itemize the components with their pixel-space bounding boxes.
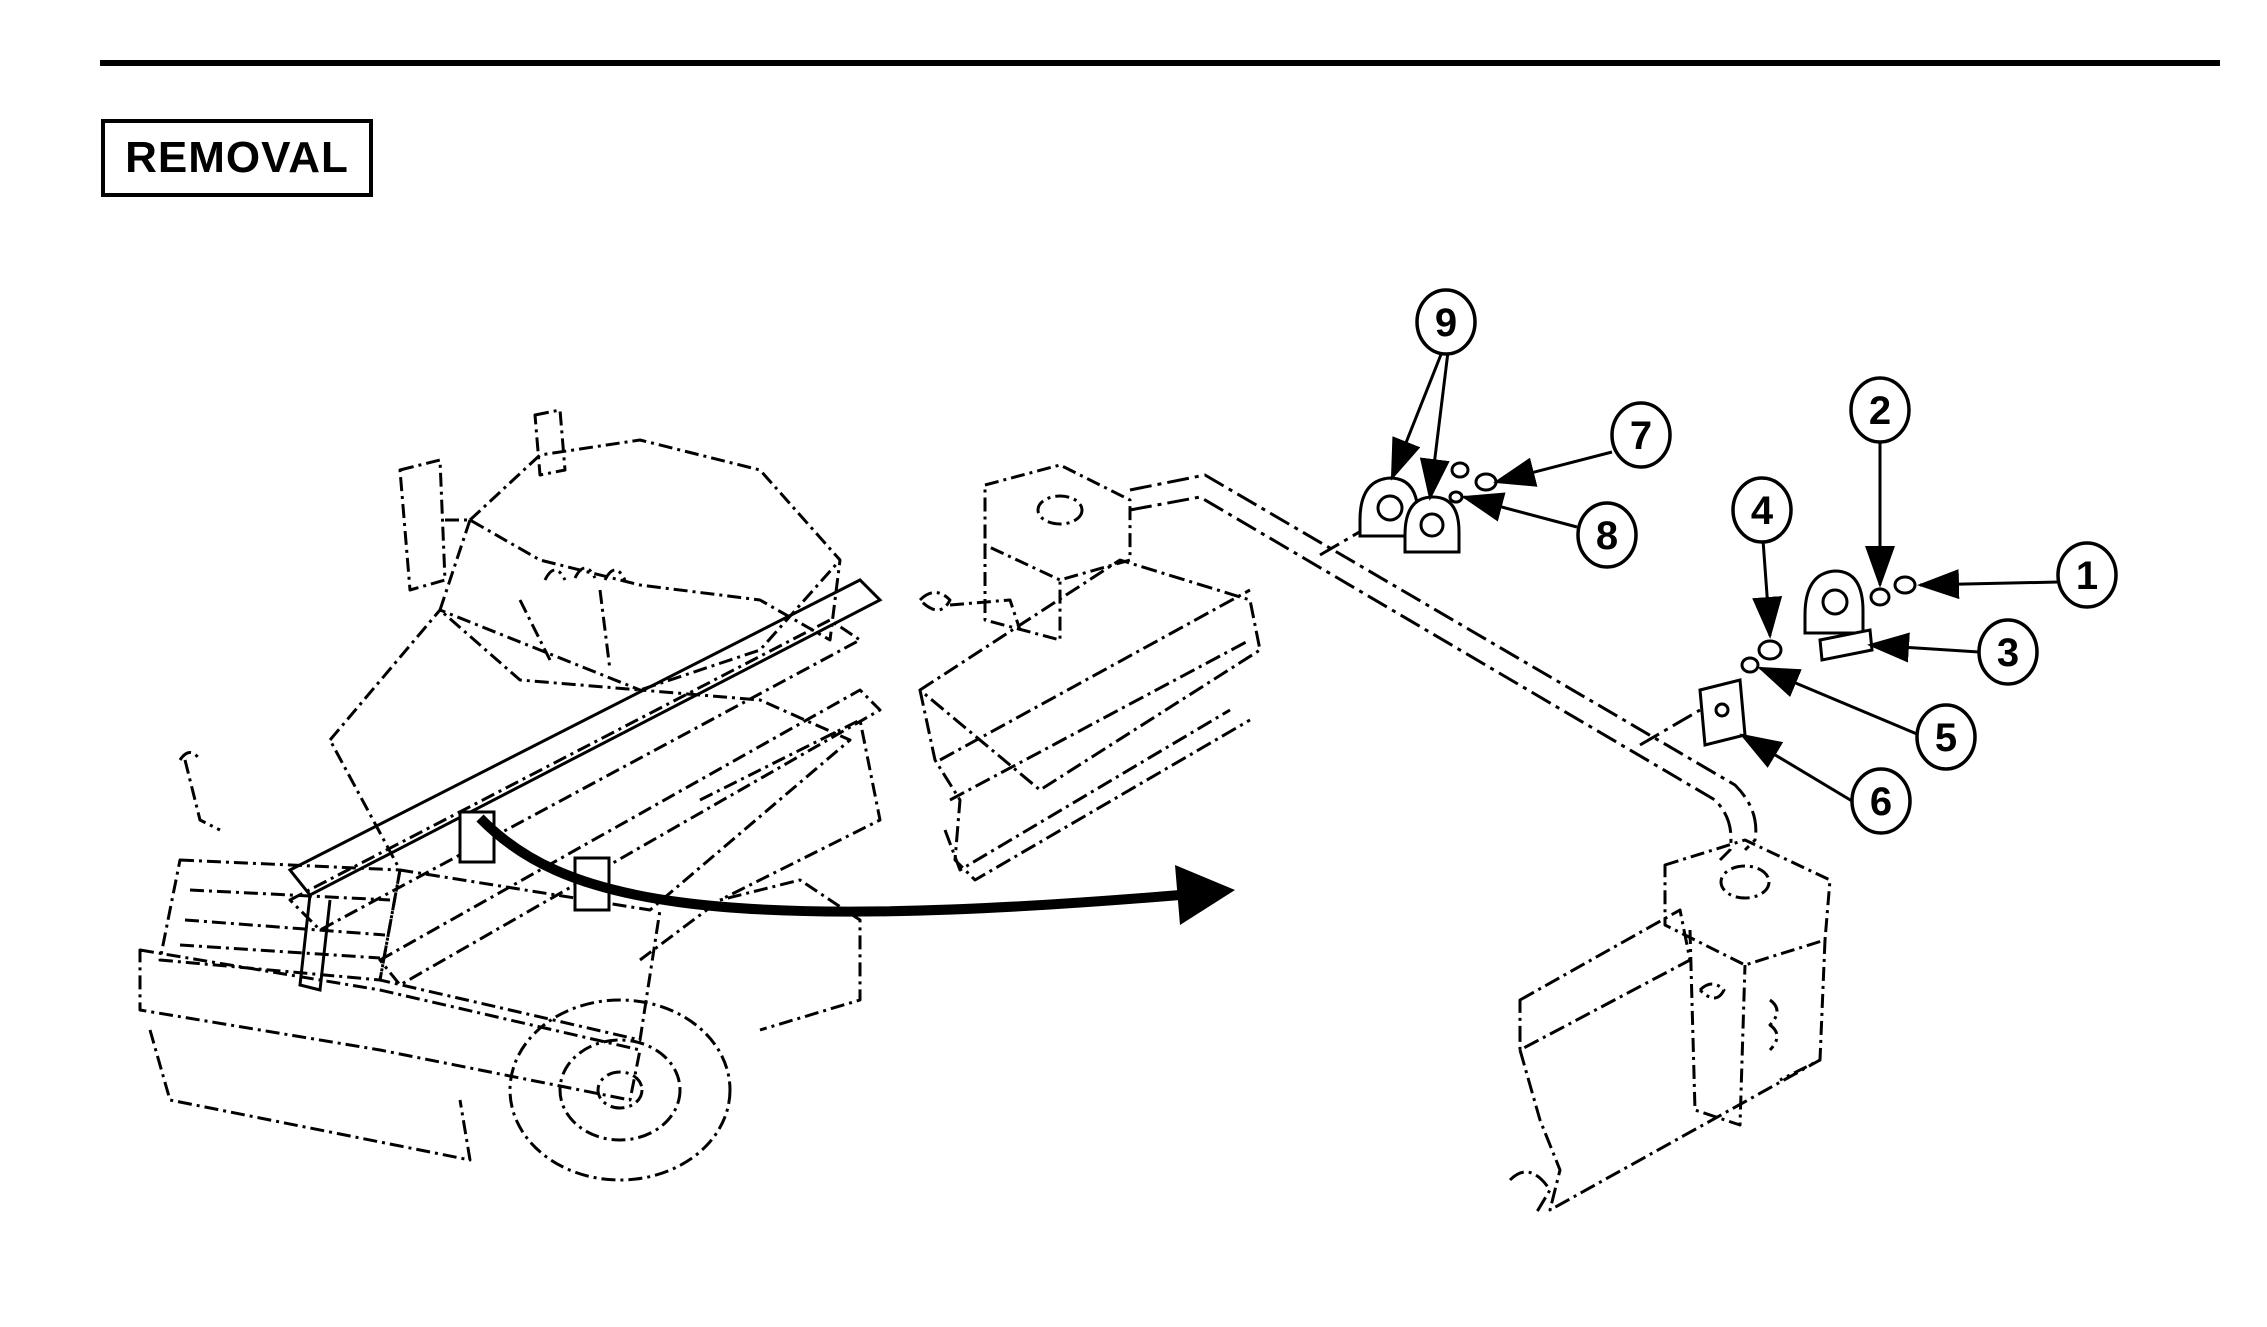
- callout-6: 6: [1850, 767, 1912, 835]
- callout-7: 7: [1610, 401, 1672, 469]
- frame-rail-upper: [918, 558, 1262, 882]
- callout-9: 9: [1415, 288, 1477, 356]
- svg-text:3: 3: [1997, 631, 2019, 675]
- svg-text:6: 6: [1870, 780, 1892, 824]
- truck-crossmember: [287, 578, 883, 992]
- svg-text:9: 9: [1435, 301, 1457, 345]
- callout-3: 3: [1977, 618, 2039, 686]
- svg-text:8: 8: [1596, 514, 1618, 558]
- top-rule: [100, 60, 2220, 66]
- detail-arrow: [476, 814, 1235, 925]
- callout-5: 5: [1915, 703, 1977, 771]
- svg-text:5: 5: [1935, 716, 1957, 760]
- truck-illustration: [138, 408, 882, 1182]
- callout-2: 2: [1849, 376, 1911, 444]
- hardware-parts: [1358, 461, 1917, 747]
- callout-4: 4: [1731, 476, 1793, 544]
- svg-text:2: 2: [1869, 389, 1891, 433]
- svg-text:7: 7: [1630, 414, 1652, 458]
- svg-text:4: 4: [1751, 489, 1774, 533]
- callout-1: 1: [2056, 541, 2118, 609]
- mounting-bracket-lower: [1663, 838, 1832, 1127]
- leader-lines: [1390, 351, 2059, 803]
- callout-8: 8: [1576, 501, 1638, 569]
- section-title: REMOVAL: [125, 133, 349, 182]
- svg-text:1: 1: [2076, 554, 2098, 598]
- mounting-bracket-upper: [918, 463, 1132, 642]
- section-title-box: REMOVAL: [101, 119, 373, 197]
